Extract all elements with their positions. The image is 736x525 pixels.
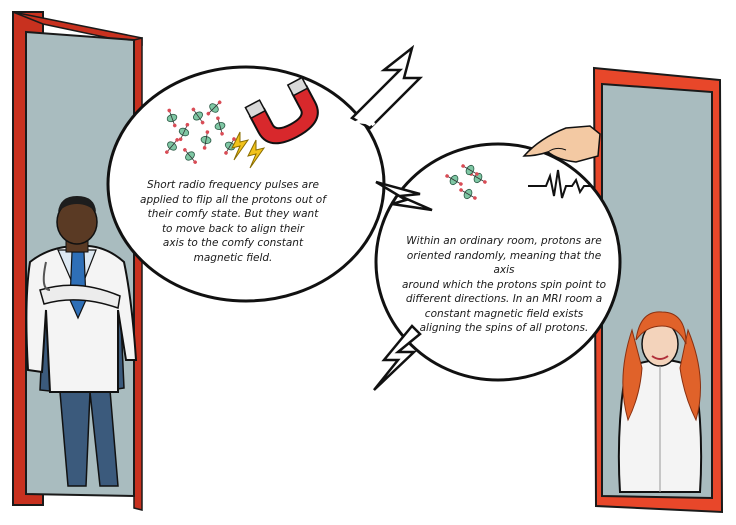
male-doctor-icon (25, 196, 138, 487)
speech-bubble-right (373, 142, 622, 391)
bubble-right-tail (373, 324, 422, 391)
female-doctor-icon (617, 311, 703, 493)
bubble-left-tail (349, 44, 424, 130)
bubble-right-text: Within an ordinary room, protons are ori… (401, 235, 607, 334)
horseshoe-magnet-icon (244, 76, 319, 145)
bubble-left-text: Short radio frequency pulses are applied… (140, 179, 326, 264)
pulse-signal-icon (528, 169, 592, 199)
lightning-icon (231, 131, 266, 169)
hand-icon (522, 125, 601, 163)
connector-lightning (375, 180, 433, 212)
